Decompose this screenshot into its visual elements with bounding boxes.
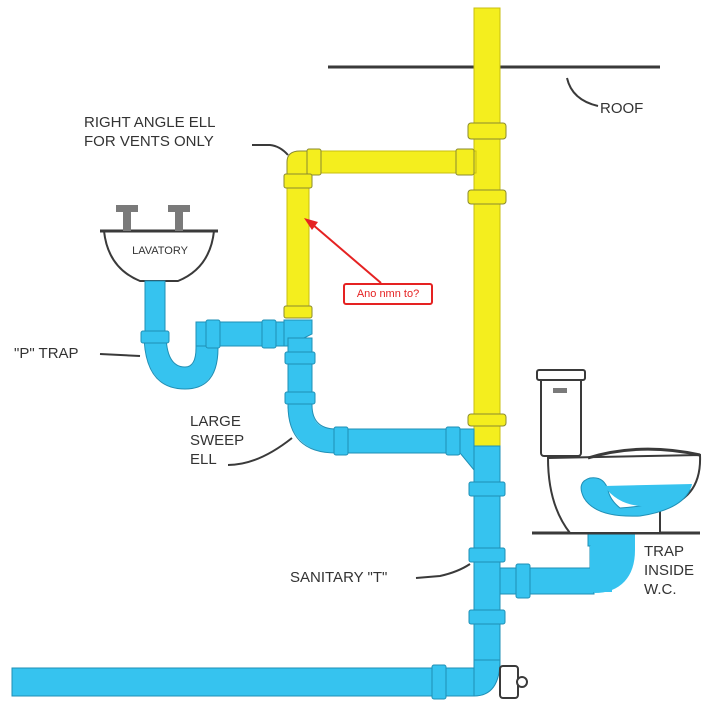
vent-branch-coupling bbox=[306, 148, 322, 176]
annotation-question: Ano nmn to? bbox=[343, 283, 433, 305]
trap-inside-wc-label-line1: TRAP bbox=[644, 543, 685, 560]
vent-stack-coupling bbox=[467, 413, 507, 427]
large-sweep-ell-label-line3: ELL bbox=[190, 451, 217, 468]
building-drain bbox=[11, 667, 475, 697]
trap-inside-wc-label-line3: W.C. bbox=[644, 581, 677, 598]
right-angle-ell-label-line2: FOR VENTS ONLY bbox=[84, 133, 214, 150]
sanitary-t-fitting bbox=[468, 547, 506, 563]
vent-branch bbox=[299, 150, 477, 174]
vent-stack-coupling bbox=[467, 122, 507, 140]
p-trap-label: "P" TRAP bbox=[14, 345, 79, 362]
branch-drain-coupling bbox=[445, 426, 461, 456]
large-sweep-ell-leader bbox=[227, 437, 293, 466]
annotation-arrow-line bbox=[311, 223, 382, 284]
wc-closet-bend-curve bbox=[593, 534, 635, 593]
roof-leader bbox=[566, 77, 599, 107]
trap-arm-coupling bbox=[205, 319, 221, 349]
wc-branch bbox=[499, 567, 595, 595]
large-sweep-ell-label-line1: LARGE bbox=[190, 413, 241, 430]
lavatory-basin bbox=[102, 230, 216, 282]
large-sweep-ell-outline bbox=[287, 404, 337, 454]
soil-stack-coupling bbox=[468, 609, 506, 625]
right-angle-ell-label-line1: RIGHT ANGLE ELL bbox=[84, 114, 216, 131]
lavatory-label: LAVATORY bbox=[132, 245, 189, 257]
branch-drain-coupling bbox=[333, 426, 349, 456]
cleanout-plug bbox=[499, 665, 519, 699]
faucet-handle-right bbox=[168, 205, 190, 212]
p-trap bbox=[144, 332, 218, 390]
faucet-stem-left bbox=[123, 212, 131, 231]
p-trap-coupling bbox=[140, 330, 170, 344]
faucet-handle-left bbox=[116, 205, 138, 212]
right-angle-ell-label: RIGHT ANGLE ELL FOR VENTS ONLY bbox=[84, 113, 215, 151]
p-trap-leader bbox=[99, 353, 141, 357]
soil-stack-coupling bbox=[468, 481, 506, 497]
toilet-seat bbox=[587, 447, 701, 460]
right-angle-ell-leader bbox=[252, 144, 289, 156]
trap-inside-wc-label: TRAP INSIDE W.C. bbox=[644, 542, 694, 599]
roof-label: ROOF bbox=[600, 100, 644, 117]
large-sweep-ell-label-line2: SWEEP bbox=[190, 432, 245, 449]
toilet-flush-handle bbox=[553, 388, 567, 393]
building-drain-coupling bbox=[431, 664, 447, 700]
vent-riser-coupling bbox=[283, 305, 313, 319]
toilet-tank bbox=[540, 373, 582, 457]
large-sweep-ell bbox=[288, 404, 337, 453]
sanitary-t-label: SANITARY "T" bbox=[290, 569, 388, 586]
annotation-arrowhead bbox=[304, 218, 318, 230]
vent-stack-coupling bbox=[467, 189, 507, 205]
wc-branch-coupling bbox=[515, 563, 531, 599]
faucet-stem-right bbox=[175, 212, 183, 231]
cleanout-cap bbox=[516, 676, 528, 688]
vent-riser bbox=[286, 175, 310, 317]
trap-inside-wc-label-line2: INSIDE bbox=[644, 562, 695, 579]
p-trap-outline bbox=[143, 332, 219, 390]
lavatory-tailpiece bbox=[144, 280, 166, 334]
vent-stack bbox=[473, 7, 501, 449]
vent-riser-coupling bbox=[283, 173, 313, 189]
vent-branch-coupling bbox=[455, 148, 475, 176]
trap-inside-wc-water bbox=[604, 484, 692, 507]
drain-drop-coupling bbox=[284, 351, 316, 365]
sanitary-t-leader bbox=[415, 563, 471, 579]
trap-arm-coupling bbox=[261, 319, 277, 349]
stack-base-bend bbox=[473, 659, 501, 697]
drain-drop-coupling bbox=[284, 391, 316, 405]
toilet-tank-lid bbox=[536, 369, 586, 381]
large-sweep-ell-label: LARGE SWEEP ELL bbox=[190, 412, 244, 469]
